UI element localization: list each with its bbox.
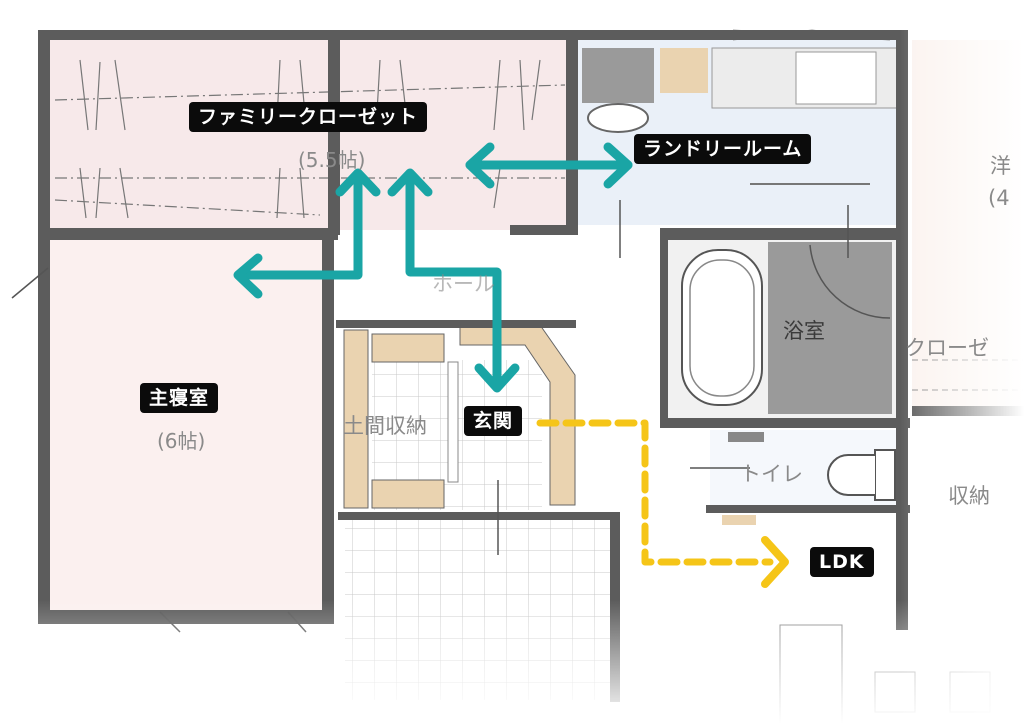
doma-storage-label: 土間収納	[343, 414, 427, 438]
toilet-label: トイレ	[740, 462, 803, 486]
family-closet-size: (5.5帖)	[298, 148, 366, 172]
storage-partial-label: 収納	[948, 484, 990, 508]
family-closet-floor	[50, 40, 570, 230]
bedroom-floor	[50, 240, 328, 615]
family-closet-label: ファミリークローゼット	[189, 102, 428, 132]
master-bedroom-size: (6帖)	[157, 429, 206, 453]
bathtub	[681, 249, 763, 406]
toilet-fixture	[722, 432, 896, 525]
hall-label: ホール	[432, 272, 495, 296]
shower-area	[768, 242, 892, 414]
right-room-partial-label: 洋	[990, 154, 1011, 178]
right-room-partial-size: (4	[988, 186, 1010, 210]
master-bedroom-label: 主寝室	[140, 383, 219, 413]
entrance-to-ldk-path	[536, 419, 774, 566]
bathroom-label: 浴室	[783, 319, 825, 343]
ldk-arrowhead	[761, 536, 789, 588]
doma-storage-shelves	[343, 324, 576, 509]
circulation-arrows	[233, 142, 633, 393]
laundry-room-label: ランドリールーム	[634, 134, 812, 164]
laundry-fixtures	[582, 29, 899, 185]
entrance-label: 玄関	[464, 406, 523, 436]
ldk-label: LDK	[810, 547, 874, 577]
closet-partial-label: クローゼ	[905, 336, 989, 360]
